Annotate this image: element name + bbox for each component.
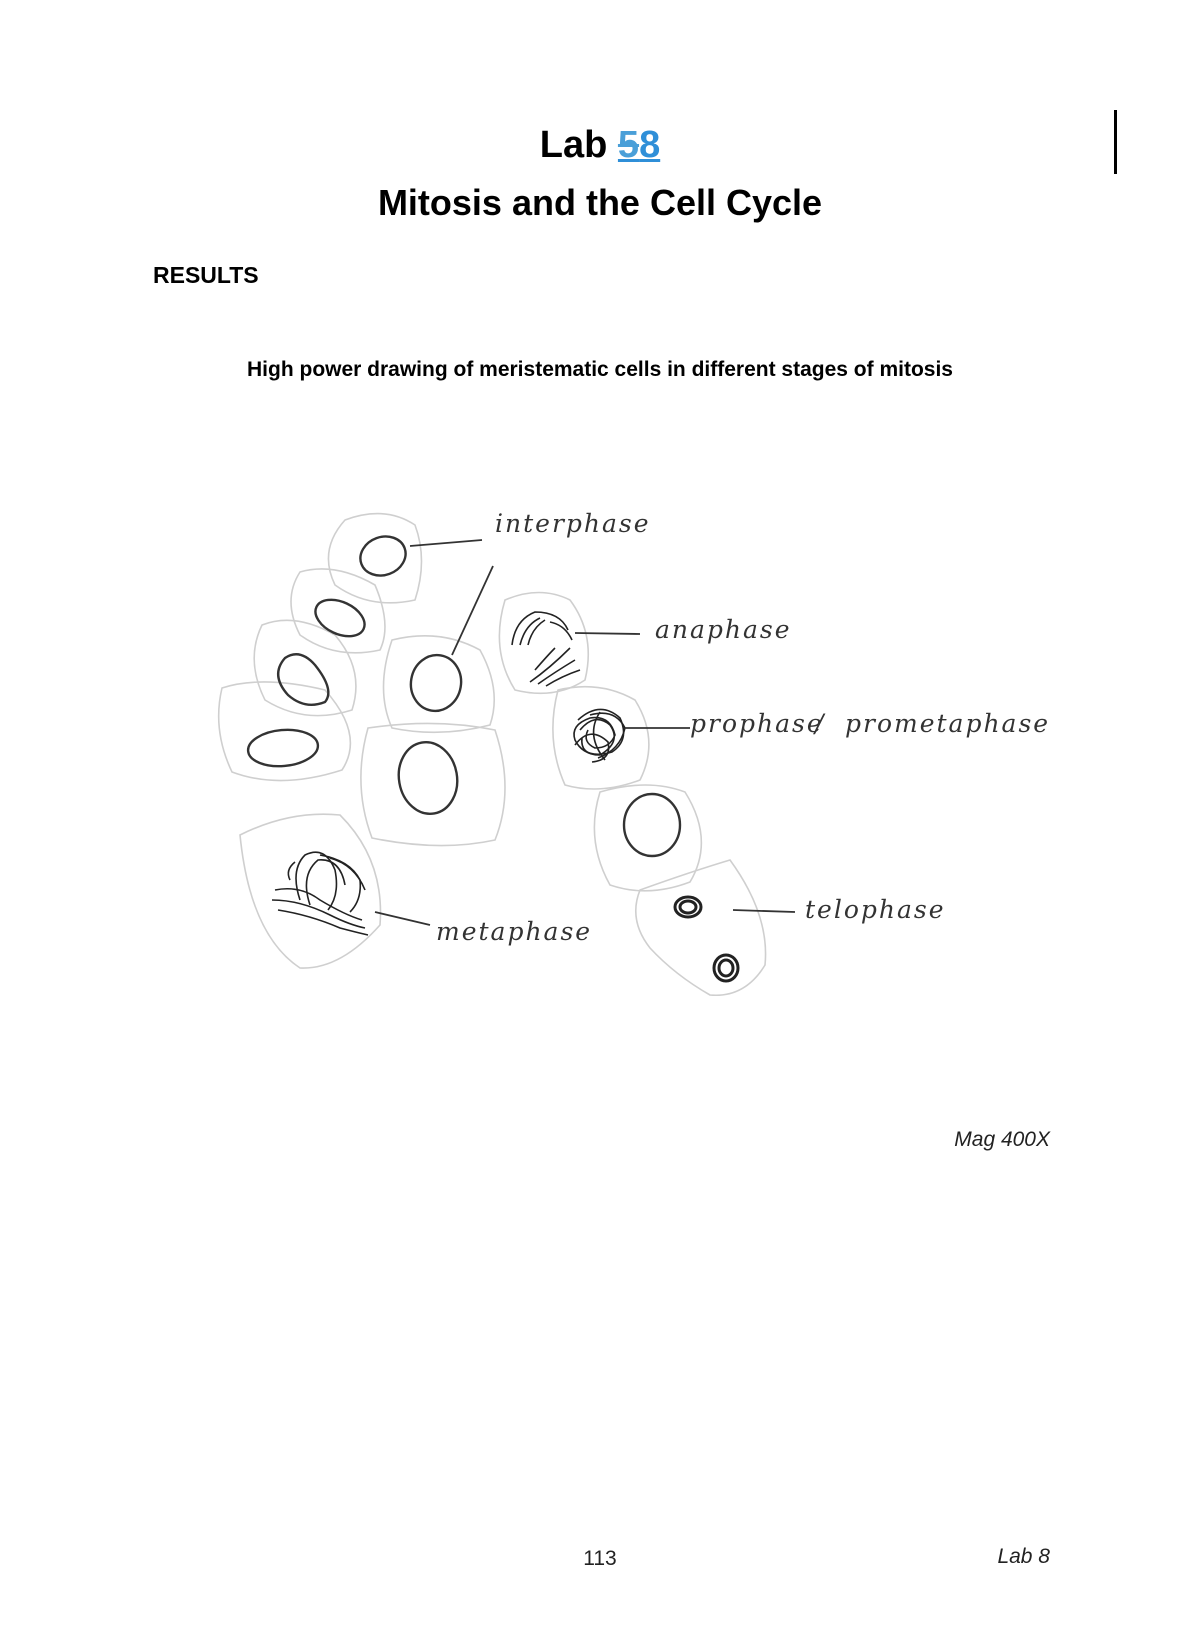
telophase-leader <box>732 909 796 913</box>
anaphase-label: anaphase <box>655 615 792 644</box>
cell-outline <box>217 681 352 782</box>
metaphase-leader <box>374 911 431 926</box>
metaphase-chromosomes <box>271 851 369 936</box>
anaphase-chromosomes <box>511 611 581 687</box>
prometaphase-label: prometaphase <box>845 709 1050 738</box>
prophase-chromatin <box>573 708 626 763</box>
magnification-note: Mag 400X <box>954 1128 1050 1151</box>
nucleus <box>314 598 366 638</box>
interphase-leader <box>451 565 494 656</box>
interphase-leader <box>409 539 483 547</box>
lab-number-new: 8 <box>639 124 661 166</box>
nucleus <box>622 792 682 858</box>
cell-outline <box>552 685 650 790</box>
lab-number-deleted: 5 <box>617 124 640 166</box>
revision-bar <box>1114 110 1117 174</box>
results-heading: RESULTS <box>153 262 259 288</box>
metaphase-label: metaphase <box>436 917 592 946</box>
cell-outline <box>327 512 423 604</box>
cell-outline <box>634 859 767 997</box>
page-title: Mitosis and the Cell Cycle <box>377 182 823 223</box>
cell-outline <box>382 635 496 734</box>
telophase-label: telophase <box>805 895 946 924</box>
cell-outline <box>290 568 386 654</box>
nucleus <box>409 653 463 713</box>
page-number: 113 <box>583 1547 617 1570</box>
cell-outline <box>360 722 506 847</box>
nucleus <box>397 740 459 816</box>
figure-caption: High power drawing of meristematic cells… <box>247 358 953 381</box>
nucleus <box>359 535 407 577</box>
telophase-chromatin <box>673 895 740 983</box>
label-separator: / <box>813 709 826 738</box>
footer-lab-label: Lab 8 <box>997 1545 1050 1568</box>
cell-outline <box>239 813 382 969</box>
nucleus <box>246 728 320 768</box>
cell-outline <box>498 591 590 695</box>
anaphase-leader <box>574 632 641 635</box>
nucleus <box>277 653 330 706</box>
lab-number-inserted: 58 <box>618 124 660 166</box>
lab-title: Lab 58 <box>0 124 1200 167</box>
interphase-label: interphase <box>495 509 651 538</box>
lab-word: Lab <box>539 124 608 166</box>
prophase-label: prophase <box>690 709 824 738</box>
cell-outline <box>593 784 703 892</box>
cell-outline <box>253 619 357 717</box>
